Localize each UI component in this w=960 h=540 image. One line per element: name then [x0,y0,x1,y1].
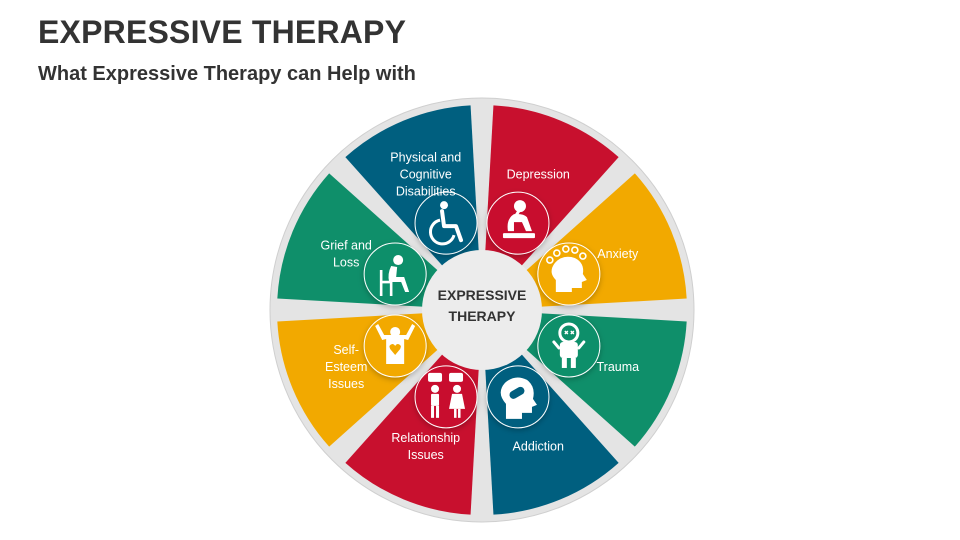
segment-label-self-esteem-issues-line-3: Issues [328,377,364,391]
thinking-person-icon [502,200,535,239]
segment-label-trauma-line-1: Trauma [597,360,640,374]
page-subtitle: What Expressive Therapy can Help with [38,63,416,85]
segment-label-self-esteem-issues-line-1: Self- [333,343,359,357]
icon-bubble-relationship-issues [414,365,478,429]
traumatized-person-icon [552,322,586,368]
segment-label-grief-and-loss-line-2: Loss [333,256,359,270]
arguing-couple-icon [428,372,466,418]
page-title: EXPRESSIVE THERAPY [38,14,407,50]
pill-head-icon [500,377,537,419]
center-label-line-2: THERAPY [449,308,517,324]
segment-label-physical-and-cognitive-disabilities-line-3: Disabilities [396,185,456,199]
segment-label-physical-and-cognitive-disabilities-line-1: Physical and [390,151,461,165]
segment-label-anxiety-line-1: Anxiety [597,247,639,261]
segment-label-depression-line-1: Depression [507,168,570,182]
anxious-head-icon [546,245,587,293]
center-hub [422,250,542,370]
wheelchair-icon [428,201,464,246]
segment-label-relationship-issues-line-2: Issues [408,448,444,462]
icon-bubble-depression [486,191,550,255]
segment-label-relationship-issues-line-1: Relationship [391,431,460,445]
person-with-heart-icon [375,323,416,364]
segment-label-physical-and-cognitive-disabilities-line-2: Cognitive [400,168,452,182]
segment-label-self-esteem-issues-line-2: Esteem [325,360,367,374]
sad-seated-person-icon [379,255,410,297]
segment-label-addiction-line-1: Addiction [513,439,564,453]
segment-label-grief-and-loss-line-1: Grief and [320,239,371,253]
center-label-line-1: EXPRESSIVE [438,287,527,303]
